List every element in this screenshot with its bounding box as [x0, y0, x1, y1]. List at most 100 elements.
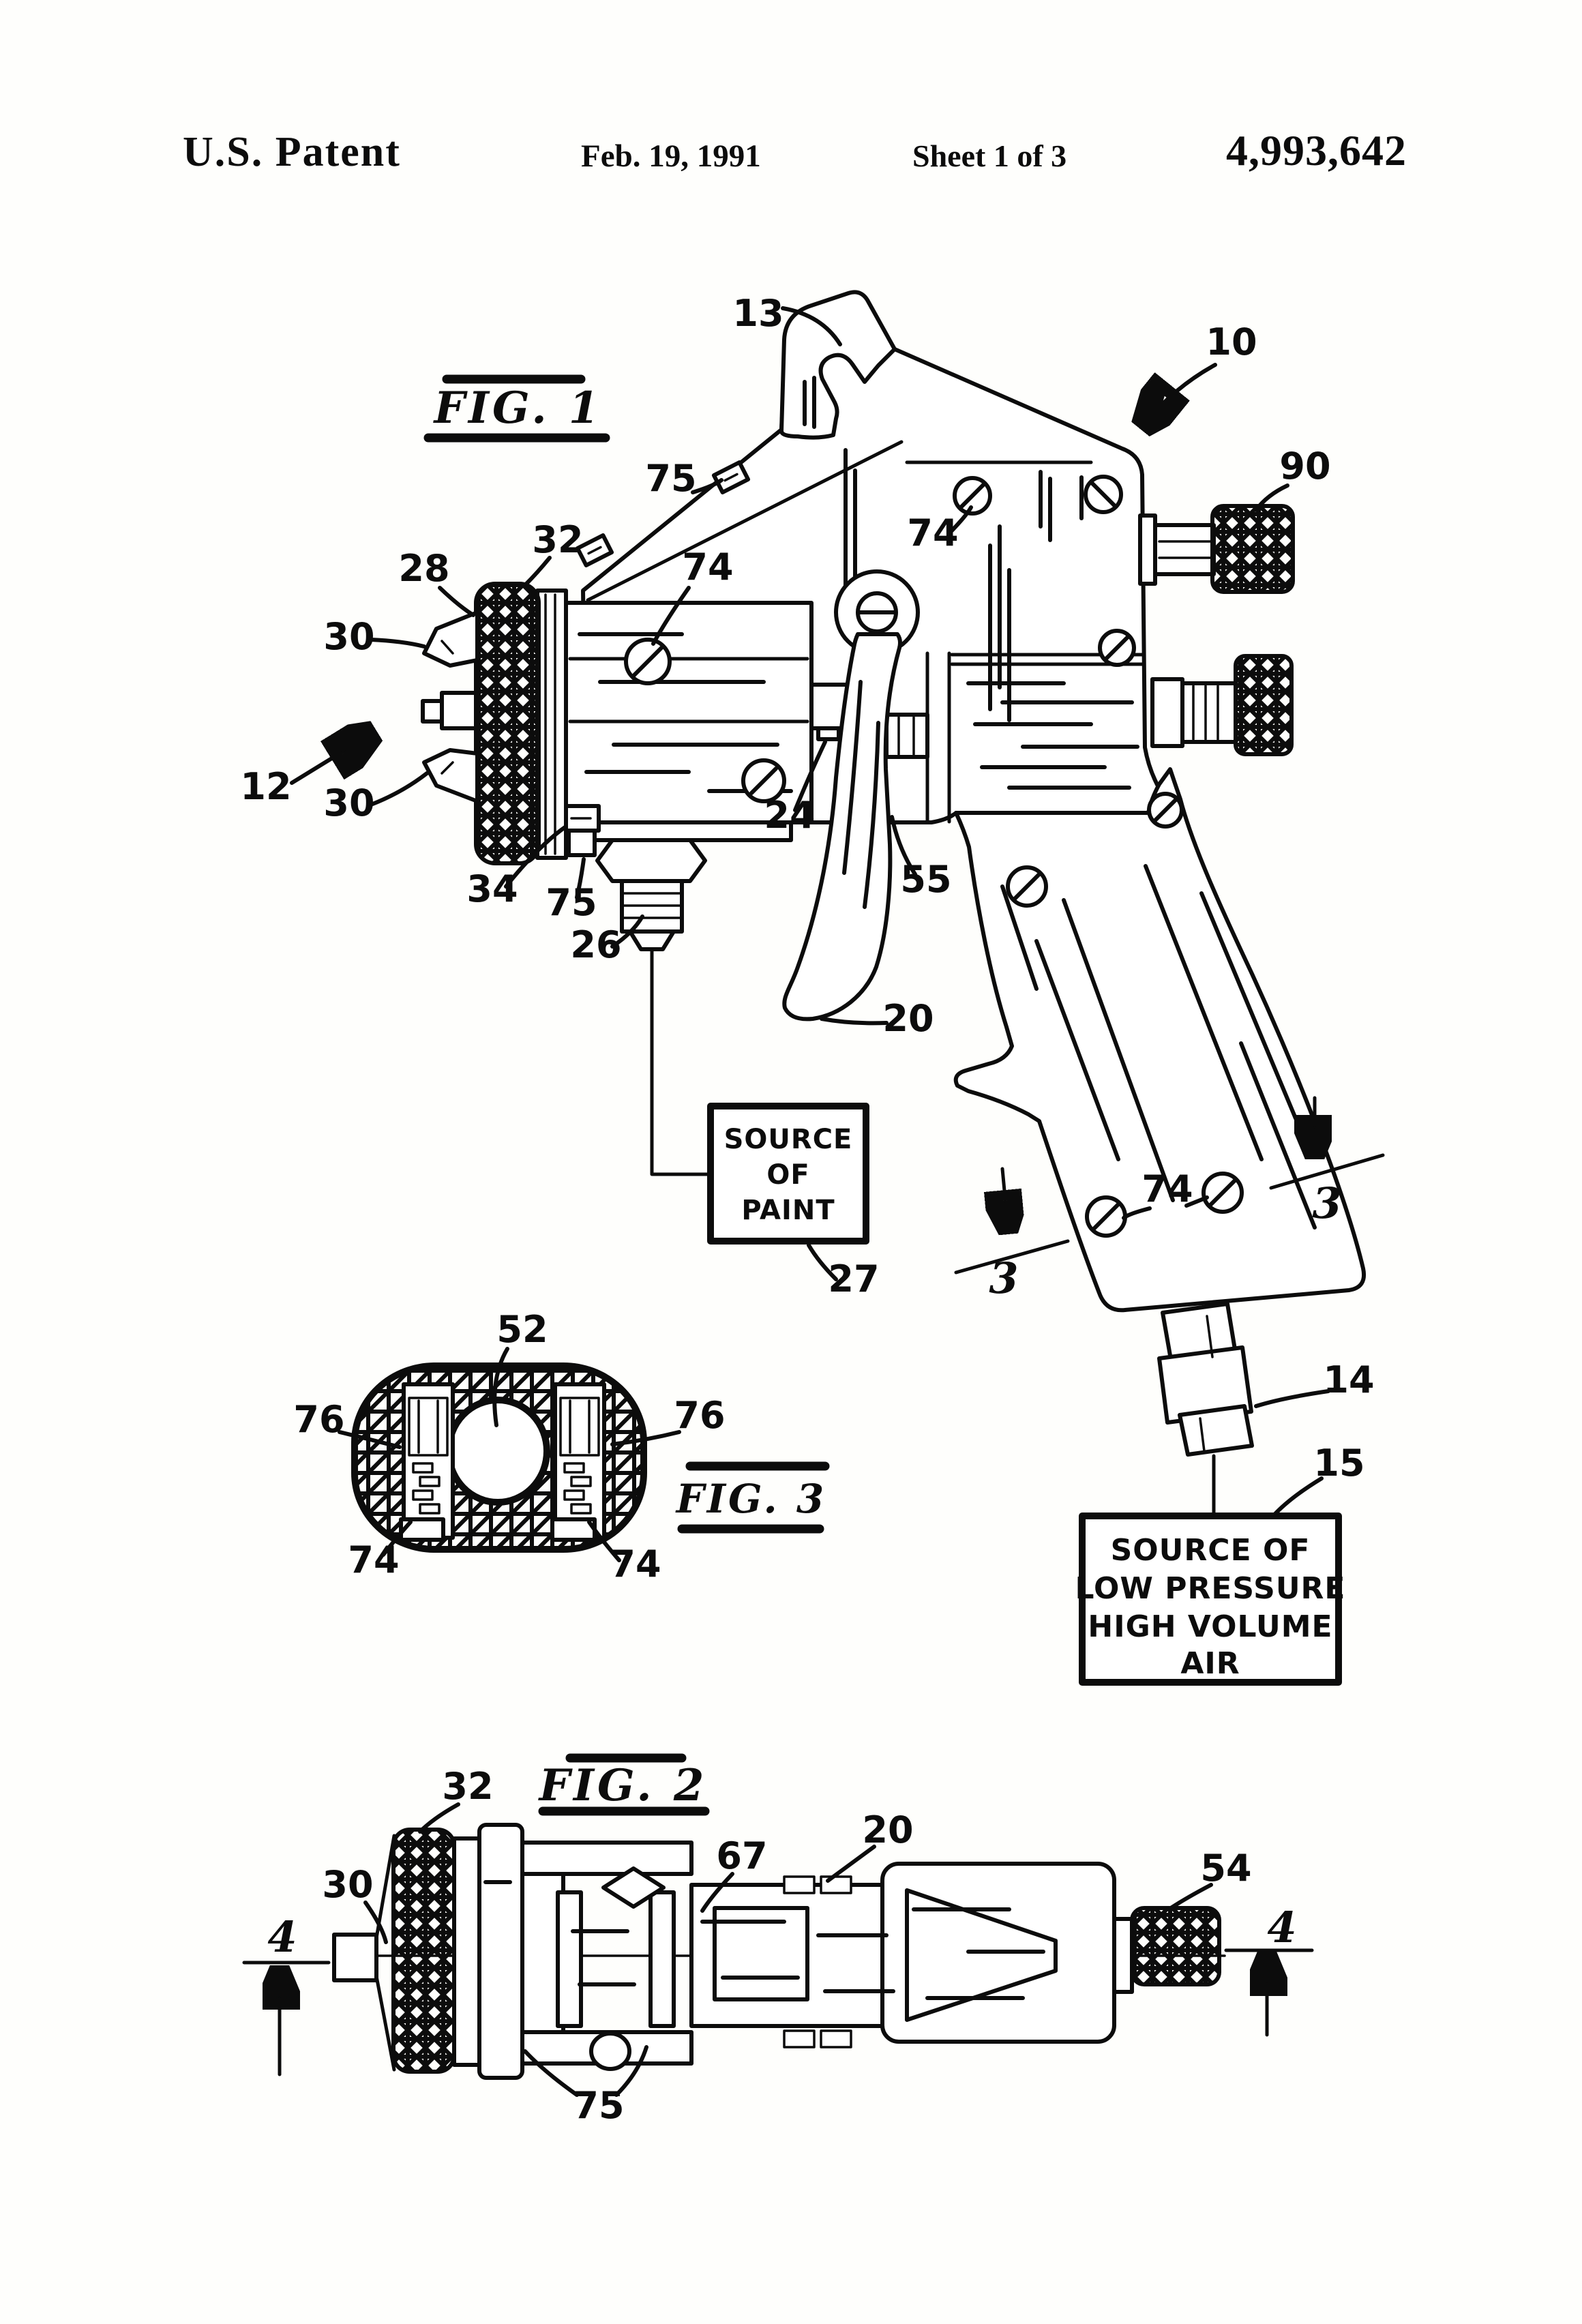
air-box-line-1: SOURCE OF — [1111, 1533, 1311, 1568]
ref-label-10: 10 — [1206, 321, 1257, 363]
section-4-left: 4 — [267, 1912, 297, 1962]
fig2-top-view-drawing — [332, 1823, 1226, 2080]
fluid-adjust-knob — [1150, 654, 1294, 756]
paint-box-line-2: OF — [766, 1159, 809, 1191]
air-box-line-2: LOW PRESSURE — [1075, 1571, 1346, 1606]
paint-box-line-3: PAINT — [741, 1195, 835, 1226]
ref-label-74-top: 74 — [907, 511, 958, 554]
right-screw-channel — [550, 1382, 606, 1542]
knurled-ring-32-top — [391, 1828, 456, 2074]
ref-label-74-bottom-right: 74 — [610, 1543, 661, 1585]
center-bore-52 — [445, 1397, 550, 1506]
ref-label-20-fig2: 20 — [862, 1808, 913, 1851]
fig3-section-drawing — [351, 1362, 647, 1553]
ref-label-15: 15 — [1313, 1442, 1364, 1485]
ref-label-20: 20 — [882, 997, 934, 1040]
ref-label-52: 52 — [496, 1308, 548, 1351]
fig2-section-markers: 4 4 — [242, 1903, 1314, 2076]
screw — [1006, 865, 1048, 908]
ref-label-74-front: 74 — [682, 546, 733, 589]
ref-label-74-bottom-left: 74 — [348, 1538, 399, 1581]
grip-shading — [1000, 864, 1317, 1230]
front-block — [563, 601, 814, 842]
ref-label-26: 26 — [570, 923, 621, 966]
retaining-collar — [535, 589, 568, 860]
clip-lug — [561, 804, 601, 857]
patent-header-title: U.S. Patent — [183, 129, 401, 175]
air-valve — [884, 651, 951, 824]
hook-shading — [803, 376, 816, 429]
section-3-left: 3 — [989, 1253, 1018, 1303]
screw — [953, 476, 992, 516]
ref-label-32-fig2: 32 — [442, 1765, 493, 1808]
screw — [1098, 629, 1136, 667]
ref-label-75-front: 75 — [546, 881, 597, 924]
clip-75-mid — [575, 533, 614, 568]
ref-label-14: 14 — [1323, 1358, 1374, 1401]
ref-label-24: 24 — [764, 794, 815, 837]
left-screw-channel — [399, 1382, 455, 1542]
fig2-caption: FIG. 2 — [538, 1753, 710, 1816]
trigger — [782, 632, 902, 1022]
rear-block — [880, 1862, 1221, 2044]
source-of-paint-box: SOURCE OF PAINT — [707, 1103, 869, 1245]
trigger-shading — [842, 680, 880, 909]
patent-header-date: Feb. 19, 1991 — [581, 138, 761, 174]
ref-label-12: 12 — [240, 765, 291, 808]
ref-label-76-right: 76 — [674, 1394, 725, 1437]
air-cap — [421, 610, 479, 803]
patent-header-number: 4,993,642 — [1226, 126, 1407, 175]
ref-label-55: 55 — [900, 858, 951, 901]
screw — [1202, 1172, 1244, 1214]
ref-label-32: 32 — [532, 518, 583, 561]
ref-label-67: 67 — [716, 1834, 767, 1877]
ref-label-30-fig2: 30 — [322, 1863, 373, 1906]
patent-header-sheet: Sheet 1 of 3 — [912, 138, 1067, 173]
ref-label-30-upper: 30 — [323, 615, 374, 658]
fig1-caption: FIG. 1 — [423, 374, 610, 443]
fig3-leader-lines — [338, 1347, 681, 1562]
fig2-shading — [483, 1880, 1045, 2000]
flange-assembly — [452, 1823, 693, 2080]
paint-line — [650, 949, 711, 1176]
ref-label-74-handle: 74 — [1141, 1167, 1193, 1210]
ref-label-75-top: 75 — [645, 457, 696, 500]
air-inlet-stub — [1157, 1302, 1254, 1457]
ref-label-54: 54 — [1200, 1847, 1251, 1890]
mid-cylinder — [689, 1875, 902, 2049]
screw — [624, 638, 672, 685]
section-4-right: 4 — [1267, 1903, 1296, 1952]
screw — [1084, 475, 1123, 514]
screw — [1085, 1195, 1127, 1238]
fig2-ref-labels: 32 30 67 20 54 75 — [322, 1765, 1251, 2127]
ref-label-27: 27 — [828, 1257, 879, 1300]
fig3-group: FIG. 3 — [293, 1308, 830, 1585]
source-of-air-box: SOURCE OF LOW PRESSURE HIGH VOLUME AIR — [1075, 1513, 1346, 1686]
hanger-hook — [779, 290, 897, 440]
gun-grip — [953, 767, 1366, 1313]
fig1-group: FIG. 1 — [240, 290, 1385, 1686]
ref-label-75-fig2: 75 — [573, 2084, 624, 2127]
screw — [1147, 792, 1184, 829]
screw — [856, 591, 898, 634]
fig1-gun-drawing — [421, 290, 1366, 1517]
ref-label-30-lower: 30 — [323, 781, 374, 824]
fig1-caption-text: FIG. 1 — [433, 383, 603, 434]
air-box-line-4: AIR — [1180, 1646, 1240, 1681]
knurled-knob-54 — [1130, 1906, 1221, 1986]
section-3-right: 3 — [1312, 1178, 1341, 1228]
fig2-leader-lines — [363, 1802, 1213, 2097]
fig1-leader-lines — [290, 306, 1330, 1517]
ref-label-90: 90 — [1279, 445, 1330, 488]
ref-label-28: 28 — [398, 547, 449, 590]
fig1-section-markers: 3 3 — [954, 1096, 1385, 1303]
screws — [624, 475, 1244, 1238]
fig3-caption: FIG. 3 — [675, 1461, 830, 1534]
fig1-ref-labels: 13 10 90 75 74 74 28 32 30 12 30 34 75 2… — [240, 292, 1374, 1485]
fan-adjust-knob-90 — [1138, 504, 1295, 594]
ref-label-13: 13 — [732, 292, 783, 335]
knurled-ring-32 — [474, 582, 541, 865]
paint-box-line-1: SOURCE — [724, 1124, 853, 1155]
